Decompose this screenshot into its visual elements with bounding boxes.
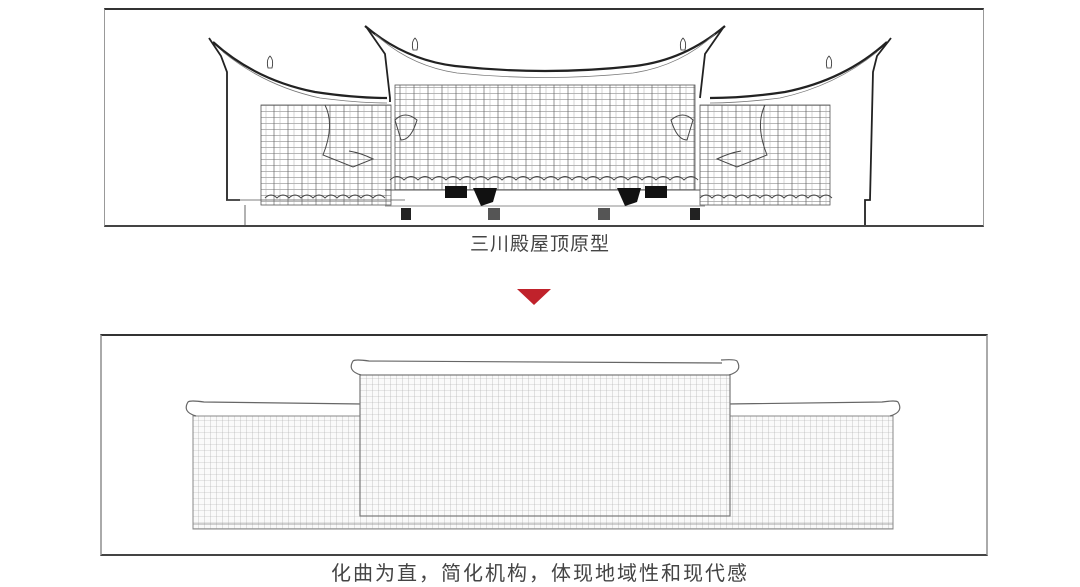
center-eave	[350, 359, 723, 376]
center-hall-roof	[364, 25, 726, 220]
ridge-figurine-icon	[266, 55, 274, 69]
ridge-figurine-icon	[411, 37, 419, 51]
simplified-roof-panel	[100, 334, 988, 556]
traditional-roof-drawing	[208, 25, 892, 225]
arrow-down-icon	[517, 289, 551, 305]
bracket-icon	[645, 186, 667, 198]
top-caption: 三川殿屋顶原型	[469, 233, 610, 255]
right-eave	[726, 400, 901, 417]
ridge-figurine-icon	[679, 37, 687, 51]
left-eave	[185, 400, 363, 417]
traditional-roof-panel	[104, 8, 984, 227]
right-wing-roof	[699, 37, 892, 225]
bracket-icon	[473, 188, 497, 206]
left-wing-roof	[208, 37, 405, 225]
center-hall-volume	[350, 359, 740, 517]
ridge-figurine-icon	[825, 55, 833, 69]
simplified-roof-drawing	[185, 359, 901, 530]
bracket-icon	[445, 186, 467, 198]
bracket-icon	[617, 188, 641, 206]
bottom-caption: 化曲为直，简化机构，体现地域性和现代感	[331, 561, 749, 585]
